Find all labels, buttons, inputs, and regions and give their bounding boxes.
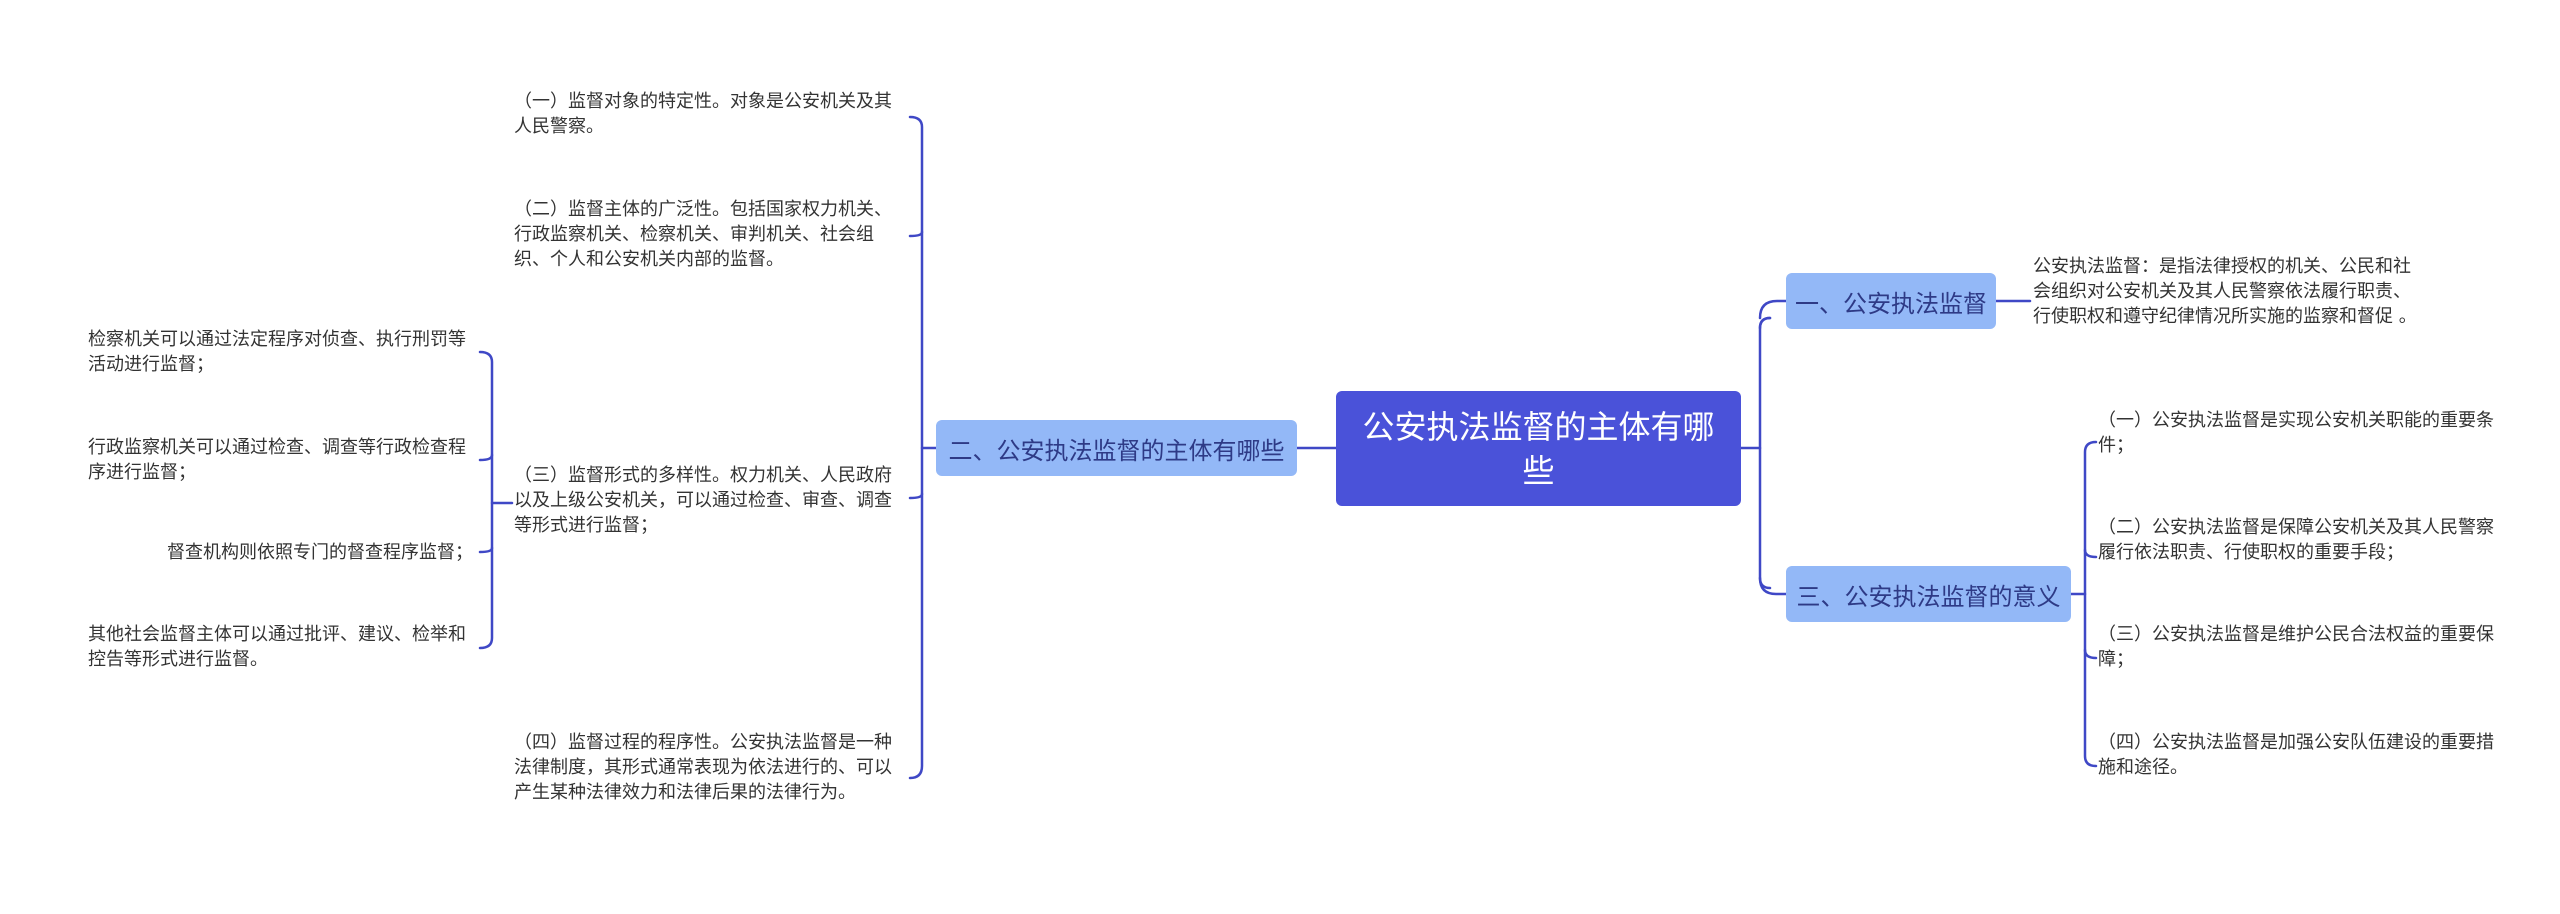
leaf-subjects-3: （三）监督形式的多样性。权力机关、人民政府以及上级公安机关，可以通过检查、审查、… [514,463,904,538]
leaf-significance-4: （四）公安执法监督是加强公安队伍建设的重要措施和途径。 [2098,730,2498,780]
leaf-subjects-1: （一）监督对象的特定性。对象是公安机关及其人民警察。 [514,89,904,139]
branch-label: 一、公安执法监督 [1795,289,1987,318]
leaf-text: （二）监督主体的广泛性。包括国家权力机关、行政监察机关、检察机关、审判机关、社会… [514,199,892,270]
leaf-subitem-4: 其他社会监督主体可以通过批评、建议、检举和控告等形式进行监督。 [88,622,473,672]
leaf-subitem-1: 检察机关可以通过法定程序对侦查、执行刑罚等活动进行监督； [88,327,473,377]
leaf-subitem-3: 督查机构则依照专门的督查程序监督； [88,540,473,565]
leaf-significance-3: （三）公安执法监督是维护公民合法权益的重要保障； [2098,622,2498,672]
connector-right-trunk [1758,316,1772,590]
branch-node-significance[interactable]: 三、公安执法监督的意义 [1786,566,2071,622]
leaf-significance-1: （一）公安执法监督是实现公安机关职能的重要条件； [2098,408,2498,458]
leaf-text: 其他社会监督主体可以通过批评、建议、检举和控告等形式进行监督。 [88,624,466,670]
leaf-text: 行政监察机关可以通过检查、调查等行政检查程序进行监督； [88,437,466,483]
connector-b2-bracket [908,115,924,780]
leaf-definition: 公安执法监督：是指法律授权的机关、公民和社会组织对公安机关及其人民警察依法履行职… [2033,254,2423,329]
leaf-text: （三）监督形式的多样性。权力机关、人民政府以及上级公安机关，可以通过检查、审查、… [514,465,892,536]
leaf-text: （三）公安执法监督是维护公民合法权益的重要保障； [2098,624,2494,670]
leaf-subjects-4: （四）监督过程的程序性。公安执法监督是一种法律制度，其形式通常表现为依法进行的、… [514,730,904,805]
leaf-text: （一）监督对象的特定性。对象是公安机关及其人民警察。 [514,91,892,137]
branch-label: 三、公安执法监督的意义 [1796,582,2061,611]
leaf-significance-2: （二）公安执法监督是保障公安机关及其人民警察履行依法职责、行使职权的重要手段； [2098,515,2498,565]
leaf-text: 督查机构则依照专门的督查程序监督； [167,542,473,563]
connector-sub-bracket [478,350,494,650]
leaf-text: （四）监督过程的程序性。公安执法监督是一种法律制度，其形式通常表现为依法进行的、… [514,732,892,803]
leaf-subjects-2: （二）监督主体的广泛性。包括国家权力机关、行政监察机关、检察机关、审判机关、社会… [514,197,904,272]
leaf-text: （四）公安执法监督是加强公安队伍建设的重要措施和途径。 [2098,732,2494,778]
connector-to-b1 [1758,316,1772,330]
root-node[interactable]: 公安执法监督的主体有哪些 [1336,391,1741,506]
leaf-subitem-2: 行政监察机关可以通过检查、调查等行政检查程序进行监督； [88,435,473,485]
leaf-text: （二）公安执法监督是保障公安机关及其人民警察履行依法职责、行使职权的重要手段； [2098,517,2494,563]
leaf-text: （一）公安执法监督是实现公安机关职能的重要条件； [2098,410,2494,456]
branch-node-subjects[interactable]: 二、公安执法监督的主体有哪些 [936,420,1297,476]
connector-b3-bracket [2083,440,2098,768]
branch-node-supervision[interactable]: 一、公安执法监督 [1786,273,1996,329]
root-title: 公安执法监督的主体有哪些 [1362,407,1715,490]
connector-b1-stub [1758,299,1788,320]
connector-b3-stub [1758,576,1788,596]
leaf-text: 检察机关可以通过法定程序对侦查、执行刑罚等活动进行监督； [88,329,466,375]
branch-label: 二、公安执法监督的主体有哪些 [948,436,1285,465]
leaf-text: 公安执法监督：是指法律授权的机关、公民和社会组织对公安机关及其人民警察依法履行职… [2033,256,2417,327]
